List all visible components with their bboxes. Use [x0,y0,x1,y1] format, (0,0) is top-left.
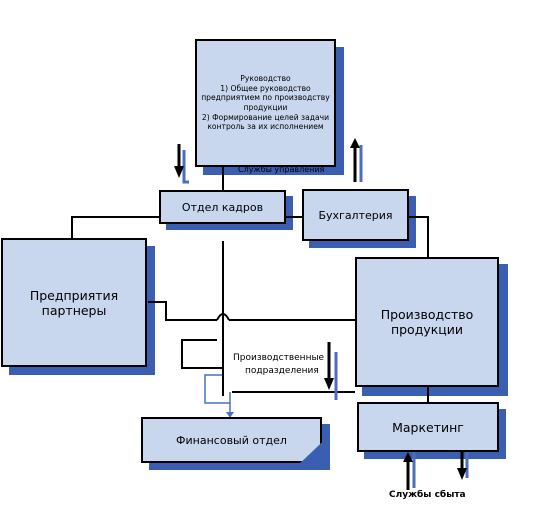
blue-arrow-head [226,412,234,418]
management-text: Руководство 1) Общее руководство предпри… [201,74,330,132]
arrow-up-sales [403,452,413,462]
production-units-label-2: подразделения [245,366,319,376]
arrow-up-accounting [350,138,360,148]
hr-label: Отдел кадров [181,200,264,214]
finance-box: Финансовый отдел [141,417,322,463]
accounting-label: Бухгалтерия [318,208,393,222]
management-box: Руководство 1) Общее руководство предпри… [195,39,336,167]
production-box: Производство продукции [355,257,499,387]
arrow-down-sales [457,468,467,480]
finance-label: Финансовый отдел [176,433,287,447]
partners-label: Предприятия партнеры [29,287,119,318]
accounting-box: Бухгалтерия [302,189,409,241]
management-services-label: Службы управления [238,165,325,174]
production-label: Производство продукции [380,307,474,337]
sales-services-label: Службы сбыта [389,490,466,500]
arrow-down-management [174,166,184,178]
arrow-down-production-units [324,378,334,390]
hr-box: Отдел кадров [159,190,286,224]
marketing-box: Маркетинг [357,402,499,452]
marketing-label: Маркетинг [392,419,464,435]
partners-box: Предприятия партнеры [1,238,147,367]
production-units-label-1: Производственные [233,353,325,363]
